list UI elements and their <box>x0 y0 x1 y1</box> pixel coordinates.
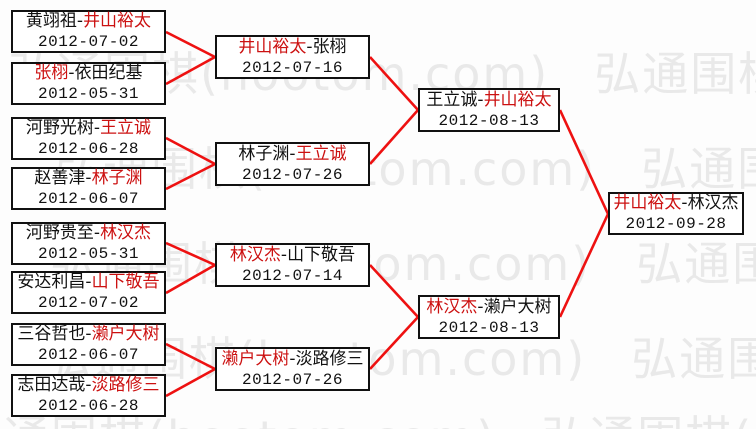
players-separator: - <box>289 348 296 369</box>
match-date: 2012-08-13 <box>438 111 540 130</box>
match-players: 河野光树-王立诚 <box>26 118 151 138</box>
players-separator: - <box>477 89 484 110</box>
match-box-qf-3: 林汉杰-山下敬吾 2012-07-14 <box>215 243 370 287</box>
player2-name: 林汉杰 <box>100 223 152 243</box>
players-separator: - <box>76 11 84 31</box>
player2-name: 林汉杰 <box>687 193 739 213</box>
players-separator: - <box>85 272 92 292</box>
match-players: 林汉杰-濑户大树 <box>426 297 551 317</box>
player2-name: 濑户大树 <box>483 296 552 317</box>
players-separator: - <box>93 223 101 243</box>
match-date: 2012-08-13 <box>438 318 540 337</box>
match-date: 2012-05-31 <box>37 245 139 263</box>
match-box-r16-7: 三谷哲也-濑户大树 2012-06-07 <box>11 323 166 366</box>
match-players: 三谷哲也-濑户大树 <box>17 324 159 344</box>
match-players: 王立诚-井山裕太 <box>426 90 551 110</box>
match-players: 河野贵至-林汉杰 <box>26 223 151 243</box>
match-players: 安达利昌-山下敬吾 <box>17 272 159 292</box>
player2-name: 淡路修三 <box>295 348 364 369</box>
match-date: 2012-07-26 <box>241 165 343 184</box>
match-box-r16-4: 赵善津-林子渊 2012-06-07 <box>11 167 166 210</box>
watermark-text: 弘通围棋(hootom.com) <box>594 47 756 101</box>
player2-name: 濑户大树 <box>91 324 160 344</box>
player2-name: 王立诚 <box>100 118 152 138</box>
players-separator: - <box>306 36 313 57</box>
players-separator: - <box>85 375 92 395</box>
watermark-text: 弘通围棋(hootom.com) <box>541 411 756 429</box>
match-date: 2012-06-28 <box>37 140 139 158</box>
player1-name: 河野贵至 <box>25 223 94 243</box>
match-date: 2012-06-07 <box>37 346 139 364</box>
match-date: 2012-07-16 <box>241 58 343 77</box>
match-box-r16-3: 河野光树-王立诚 2012-06-28 <box>11 117 166 160</box>
players-separator: - <box>68 63 75 83</box>
player1-name: 张栩 <box>34 63 69 83</box>
players-separator: - <box>289 143 296 164</box>
match-date: 2012-07-02 <box>37 294 139 312</box>
watermark-text: 弘通围棋(hootom.com) <box>636 237 756 291</box>
match-box-sf-2: 林汉杰-濑户大树 2012-08-13 <box>418 295 560 339</box>
match-players: 张栩-依田纪基 <box>34 63 142 83</box>
player2-name: 依田纪基 <box>74 63 143 83</box>
players-separator: - <box>477 296 484 317</box>
player2-name: 淡路修三 <box>91 375 160 395</box>
match-players: 志田达哉-淡路修三 <box>17 375 159 395</box>
player2-name: 井山裕太 <box>483 89 552 110</box>
match-date: 2012-09-28 <box>625 215 727 233</box>
player2-name: 井山裕太 <box>83 11 152 31</box>
players-separator: - <box>85 168 92 188</box>
match-players: 井山裕太-林汉杰 <box>613 193 738 213</box>
player2-name: 王立诚 <box>295 143 347 164</box>
match-players: 井山裕太-张栩 <box>238 37 346 57</box>
player2-name: 山下敬吾 <box>91 272 160 292</box>
match-players: 林汉杰-山下敬吾 <box>230 245 355 265</box>
watermark-text: 弘通围棋(hootom.com) <box>641 142 756 196</box>
player2-name: 山下敬吾 <box>287 244 356 265</box>
match-date: 2012-07-14 <box>241 266 343 285</box>
match-box-r16-2: 张栩-依田纪基 2012-05-31 <box>11 62 166 105</box>
match-box-r16-1: 黄翊祖-井山裕太 2012-07-02 <box>11 10 166 53</box>
players-separator: - <box>85 324 92 344</box>
player1-name: 井山裕太 <box>238 36 307 57</box>
players-separator: - <box>93 118 101 138</box>
match-box-qf-4: 濑户大树-淡路修三 2012-07-26 <box>215 347 370 391</box>
player1-name: 赵善津 <box>34 168 86 188</box>
player1-name: 林汉杰 <box>426 296 478 317</box>
match-date: 2012-05-31 <box>37 85 139 103</box>
match-players: 黄翊祖-井山裕太 <box>26 11 151 31</box>
player2-name: 林子渊 <box>91 168 143 188</box>
match-box-sf-1: 王立诚-井山裕太 2012-08-13 <box>418 88 560 132</box>
match-box-r16-8: 志田达哉-淡路修三 2012-06-28 <box>11 374 166 417</box>
match-players: 林子渊-王立诚 <box>238 144 346 164</box>
match-date: 2012-07-02 <box>37 33 139 51</box>
player1-name: 井山裕太 <box>613 193 682 213</box>
match-players: 赵善津-林子渊 <box>34 168 142 188</box>
match-players: 濑户大树-淡路修三 <box>221 349 363 369</box>
match-box-r16-5: 河野贵至-林汉杰 2012-05-31 <box>11 222 166 265</box>
match-date: 2012-07-26 <box>241 370 343 389</box>
match-box-final: 井山裕太-林汉杰 2012-09-28 <box>608 192 744 235</box>
match-box-qf-1: 井山裕太-张栩 2012-07-16 <box>215 35 370 79</box>
match-box-qf-2: 林子渊-王立诚 2012-07-26 <box>215 142 370 186</box>
player1-name: 濑户大树 <box>221 348 290 369</box>
player1-name: 三谷哲也 <box>17 324 86 344</box>
player1-name: 林子渊 <box>238 143 290 164</box>
player1-name: 志田达哉 <box>17 375 86 395</box>
player1-name: 河野光树 <box>25 118 94 138</box>
players-separator: - <box>681 193 688 213</box>
player1-name: 王立诚 <box>426 89 478 110</box>
match-date: 2012-06-07 <box>37 190 139 208</box>
players-separator: - <box>280 244 288 265</box>
match-date: 2012-06-28 <box>37 397 139 415</box>
player2-name: 张栩 <box>312 36 347 57</box>
match-box-r16-6: 安达利昌-山下敬吾 2012-07-02 <box>11 271 166 314</box>
watermark-text: 弘通围棋(hootom.com) <box>631 332 756 386</box>
player1-name: 安达利昌 <box>17 272 86 292</box>
player1-name: 黄翊祖 <box>25 11 77 31</box>
player1-name: 林汉杰 <box>229 244 281 265</box>
